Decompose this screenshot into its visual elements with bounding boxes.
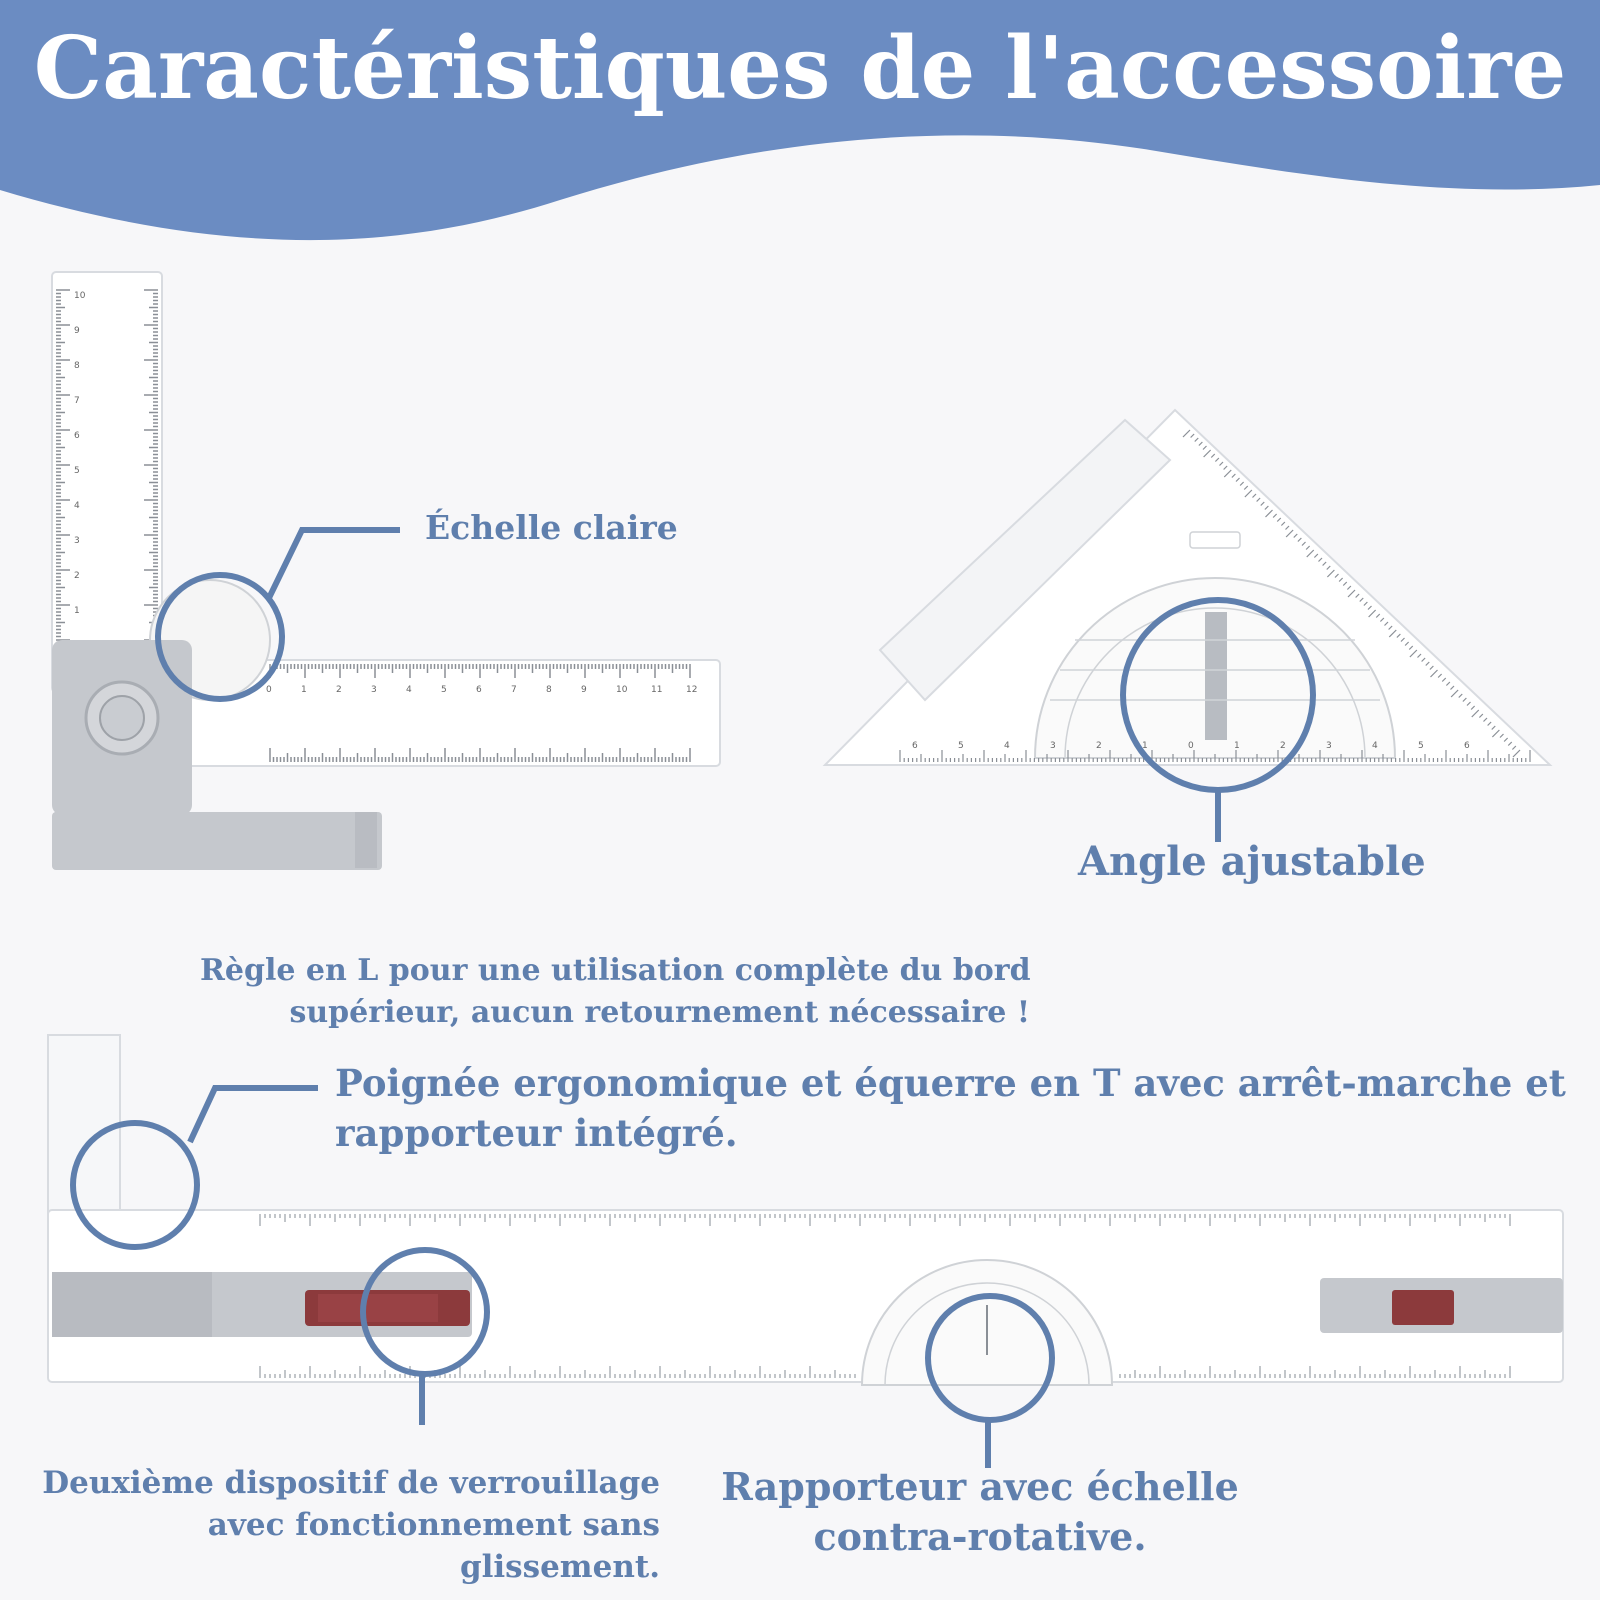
label-protractor-line2: contra-rotative.: [813, 1514, 1147, 1559]
ruler-number: 3: [74, 536, 80, 546]
callout-lock: [360, 1247, 490, 1425]
ruler-number: 6: [912, 741, 918, 751]
ruler-number: 2: [1096, 741, 1102, 751]
ruler-number: 2: [74, 571, 80, 581]
ruler-number: 6: [74, 431, 80, 441]
ruler-number: 6: [476, 685, 482, 695]
ruler-number: 0: [266, 685, 272, 695]
ruler-number: 7: [74, 396, 80, 406]
label-lock-line1: Deuxième dispositif de verrouillage: [42, 1465, 660, 1501]
ruler-number: 10: [616, 685, 628, 695]
label-handle: Poignée ergonomique et équerre en T avec…: [335, 1058, 1566, 1158]
page-title: Caractéristiques de l'accessoire: [33, 18, 1567, 119]
header-banner: [0, 0, 1600, 241]
label-handle-line1: Poignée ergonomique et équerre en T avec…: [335, 1061, 1566, 1105]
ruler-number: 10: [74, 291, 86, 301]
ruler-number: 3: [371, 685, 377, 695]
ruler-number: 2: [1280, 741, 1286, 751]
label-l-ruler: Règle en L pour une utilisation complète…: [200, 950, 1031, 1034]
callout-adjustable-angle: [1120, 597, 1316, 842]
ruler-number: 5: [74, 466, 80, 476]
callout-handle: [70, 1085, 318, 1250]
ruler-number: 0: [1188, 741, 1194, 751]
label-lock: Deuxième dispositif de verrouillage avec…: [40, 1462, 660, 1588]
callout-protractor: [925, 1293, 1055, 1468]
ruler-number: 4: [1372, 741, 1378, 751]
ruler-number: 12: [686, 685, 697, 695]
ruler-number: 1: [301, 685, 307, 695]
ruler-number: 5: [958, 741, 964, 751]
label-adjustable-angle: Angle ajustable: [1078, 838, 1426, 885]
ruler-number: 2: [336, 685, 342, 695]
ruler-number: 4: [1004, 741, 1010, 751]
ruler-number: 4: [74, 501, 80, 511]
label-lock-line3: glissement.: [459, 1549, 660, 1585]
ruler-number: 1: [1234, 741, 1240, 751]
ruler-number: 3: [1050, 741, 1056, 751]
ruler-number: 9: [581, 685, 587, 695]
ruler-number: 5: [1418, 741, 1424, 751]
ruler-number: 7: [511, 685, 517, 695]
ruler-number: 11: [651, 685, 662, 695]
label-clear-scale: Échelle claire: [425, 508, 678, 547]
ruler-number: 8: [546, 685, 552, 695]
label-lock-line2: avec fonctionnement sans: [207, 1507, 660, 1543]
label-l-ruler-line1: Règle en L pour une utilisation complète…: [200, 953, 1031, 988]
ruler-number: 3: [1326, 741, 1332, 751]
callout-clear-scale: [155, 527, 400, 702]
ruler-number: 1: [1142, 741, 1148, 751]
ruler-number: 1: [74, 606, 80, 616]
ruler-number: 4: [406, 685, 412, 695]
label-protractor-line1: Rapporteur avec échelle: [721, 1464, 1239, 1509]
label-protractor: Rapporteur avec échelle contra-rotative.: [720, 1462, 1240, 1562]
ruler-number: 9: [74, 326, 80, 336]
label-handle-line2: rapporteur intégré.: [335, 1111, 738, 1155]
ruler-number: 8: [74, 361, 80, 371]
ruler-number: 6: [1464, 741, 1470, 751]
label-l-ruler-line2: supérieur, aucun retournement nécessaire…: [289, 995, 1030, 1030]
set-square: 6 5 4 3 2 1 0 1 2 3 4 5 6: [822, 408, 1553, 766]
ruler-number: 5: [441, 685, 447, 695]
